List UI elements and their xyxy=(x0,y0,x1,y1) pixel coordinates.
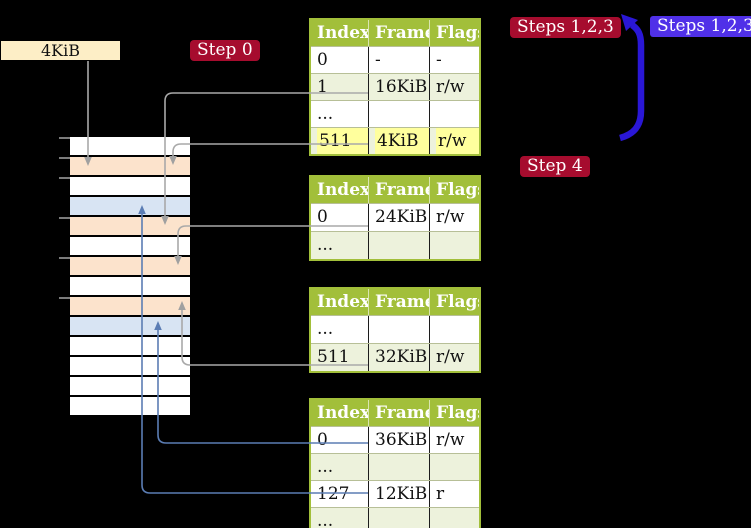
table-cell: r/w xyxy=(429,128,479,154)
column-header: Flags xyxy=(429,400,479,426)
table-header-row: IndexFrameFlags xyxy=(311,289,479,315)
memory-strip-row-page xyxy=(70,197,190,217)
steps-1-2-3-4-badge: Steps 1,2,3,4 xyxy=(650,16,751,37)
table-cell: r xyxy=(429,481,479,507)
table-cell: - xyxy=(368,47,429,73)
column-header: Flags xyxy=(429,289,479,315)
highlighted-value: 511 xyxy=(317,128,368,154)
steps-1-2-3-badge: Steps 1,2,3 xyxy=(510,17,621,38)
table-cell xyxy=(429,232,479,259)
column-header: Frame xyxy=(368,177,429,203)
table-cell: 0 xyxy=(317,430,328,450)
table-cell xyxy=(368,316,429,343)
table-row: ... xyxy=(311,231,479,259)
table-cell: 32KiB xyxy=(368,344,429,371)
table-cell: 24KiB xyxy=(368,204,429,231)
table-cell: r/w xyxy=(429,427,479,453)
table-cell xyxy=(368,101,429,127)
table-cell: 0 xyxy=(317,207,328,227)
memory-tick-marks xyxy=(59,137,70,299)
table-cell: 36KiB xyxy=(368,427,429,453)
table-cell: r/w xyxy=(429,344,479,371)
table-cell: ... xyxy=(311,232,368,259)
table-row: 511 4KiB r/w xyxy=(311,127,479,154)
table-cell: ... xyxy=(317,319,334,339)
memory-size-box: 4KiB xyxy=(1,41,120,60)
column-header: Index xyxy=(311,177,368,203)
table-row: ... xyxy=(311,453,479,480)
memory-strip-row-free xyxy=(70,377,190,397)
memory-strip-row-pagetable xyxy=(70,217,190,237)
memory-strip xyxy=(70,137,190,417)
highlighted-value: r/w xyxy=(436,128,479,154)
table-row: ... xyxy=(311,315,479,343)
table-header-row: IndexFrameFlags xyxy=(311,400,479,426)
table-row: ... xyxy=(311,100,479,127)
table-cell: 511 xyxy=(311,344,368,371)
table-cell: ... xyxy=(311,508,368,528)
memory-strip-row-free xyxy=(70,277,190,297)
table-cell xyxy=(368,232,429,259)
table-cell xyxy=(368,454,429,480)
table-cell: r/w xyxy=(429,204,479,231)
table-header-row: IndexFrameFlags xyxy=(311,177,479,203)
table-cell xyxy=(368,508,429,528)
memory-strip-row-free xyxy=(70,397,190,417)
column-header: Frame xyxy=(368,289,429,315)
column-header: Index xyxy=(311,289,368,315)
table-cell: 511 xyxy=(311,128,368,154)
table-cell: ... xyxy=(317,104,334,124)
memory-strip-row-free xyxy=(70,177,190,197)
memory-strip-row-pagetable xyxy=(70,157,190,177)
table-cell: 4KiB xyxy=(368,128,429,154)
table-cell: 0 xyxy=(317,50,328,70)
column-header: Frame xyxy=(368,400,429,426)
column-header: Flags xyxy=(429,20,479,46)
table-cell: 12KiB xyxy=(368,481,429,507)
memory-strip-row-free xyxy=(70,337,190,357)
step-0-badge: Step 0 xyxy=(190,40,260,61)
page-table-2: IndexFrameFlags 0 24KiBr/w... xyxy=(309,175,481,261)
column-header: Frame xyxy=(368,20,429,46)
table-cell: 127 xyxy=(317,484,350,504)
table-row: 0 -- xyxy=(311,46,479,73)
table-cell: r/w xyxy=(429,74,479,100)
steps-loop-arrow xyxy=(619,14,645,142)
highlighted-value: 4KiB xyxy=(375,128,429,154)
step-4-badge: Step 4 xyxy=(520,156,590,177)
memory-strip-row-page xyxy=(70,317,190,337)
table-cell: 16KiB xyxy=(368,74,429,100)
memory-strip-row-pagetable xyxy=(70,257,190,277)
table-cell: 1 xyxy=(311,74,368,100)
table-header-row: IndexFrameFlags xyxy=(311,20,479,46)
table-row: ... xyxy=(311,507,479,528)
column-header: Flags xyxy=(429,177,479,203)
table-cell xyxy=(429,508,479,528)
memory-strip-row-pagetable xyxy=(70,297,190,317)
table-cell xyxy=(429,101,479,127)
memory-strip-row-free xyxy=(70,237,190,257)
table-cell xyxy=(429,454,479,480)
memory-strip-row-free xyxy=(70,137,190,157)
table-cell: ... xyxy=(311,454,368,480)
table-cell: - xyxy=(429,47,479,73)
memory-strip-row-free xyxy=(70,357,190,377)
column-header: Index xyxy=(311,400,368,426)
column-header: Index xyxy=(311,20,368,46)
table-cell xyxy=(429,316,479,343)
